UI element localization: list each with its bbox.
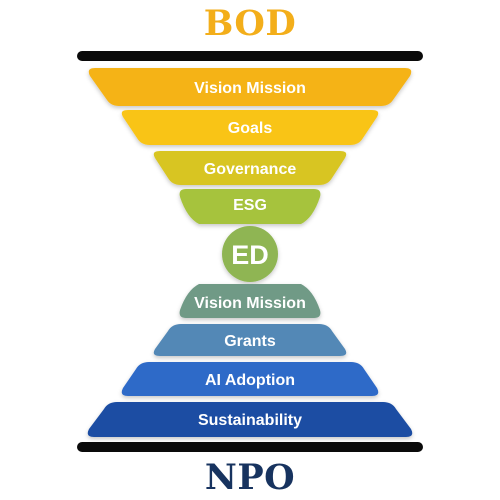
top-tier-shape xyxy=(153,151,347,185)
bottom-tier-label: Vision Mission xyxy=(194,295,306,312)
bottom-divider-bar xyxy=(77,442,423,452)
bottom-tier-shape xyxy=(87,402,413,437)
top-tier-label: Governance xyxy=(204,161,297,178)
top-heading: BOD xyxy=(203,3,297,44)
bottom-tier-shape xyxy=(179,284,321,318)
top-tier-label: ESG xyxy=(233,197,267,214)
bottom-tier-label: Sustainability xyxy=(198,412,302,429)
top-tier-label: Vision Mission xyxy=(194,80,306,97)
bottom-tier-shape xyxy=(153,324,347,356)
top-tier-shape xyxy=(179,189,321,224)
bottom-tier-shape xyxy=(121,362,379,396)
top-tier-label: Goals xyxy=(228,120,273,137)
center-circle xyxy=(222,226,278,282)
center-label: ED xyxy=(231,240,269,270)
top-tier-shape xyxy=(88,68,412,106)
bottom-heading: NPO xyxy=(204,457,296,498)
top-tier-shape xyxy=(121,110,379,145)
bottom-tier-label: Grants xyxy=(224,333,276,350)
top-divider-bar xyxy=(77,51,423,61)
bottom-tier-label: AI Adoption xyxy=(205,372,295,389)
